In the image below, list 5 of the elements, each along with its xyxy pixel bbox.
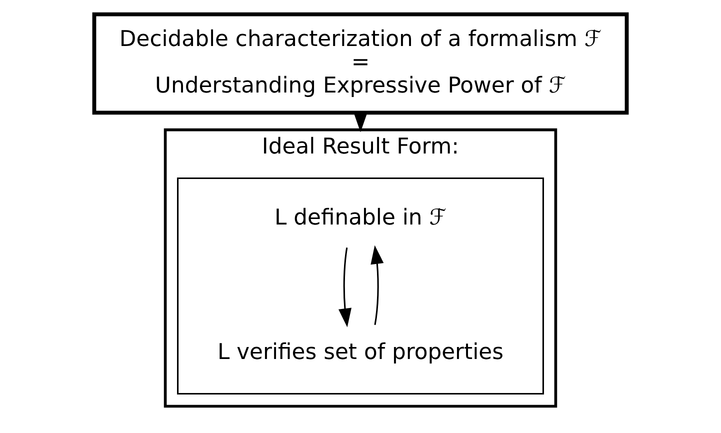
node-text: L definable in ℱ <box>274 206 446 231</box>
arrow <box>370 245 384 325</box>
cluster <box>177 177 544 395</box>
node-text: L verifies set of properties <box>217 340 504 365</box>
arrow <box>338 247 352 328</box>
